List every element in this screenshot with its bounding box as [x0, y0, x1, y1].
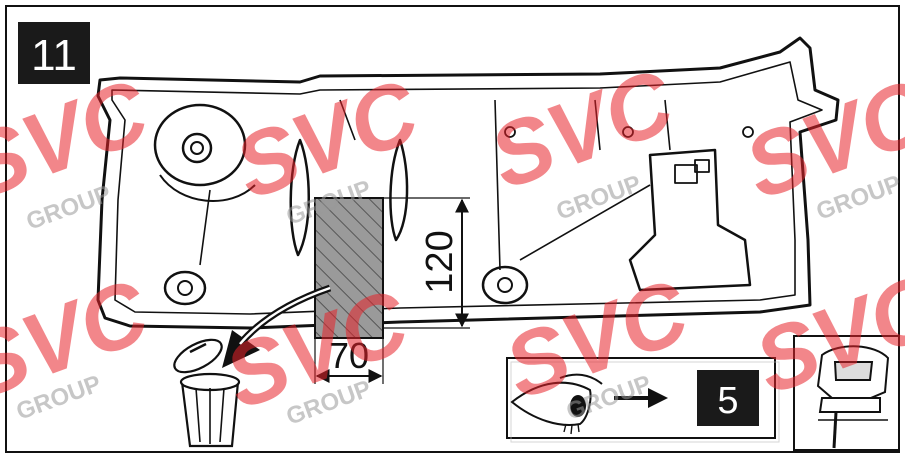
trash-bin-icon — [173, 338, 241, 448]
width-dimension: 70 — [314, 335, 384, 384]
width-label: 70 — [329, 335, 369, 376]
dispose-arrow — [222, 284, 332, 368]
eye-icon — [510, 373, 603, 435]
tool-box — [793, 335, 900, 451]
right-arrow-icon — [614, 388, 668, 408]
step-badge: 11 — [18, 22, 90, 84]
height-dimension: 120 — [383, 197, 470, 329]
reference-step-number: 5 — [717, 380, 738, 422]
reference-step-badge — [697, 370, 759, 426]
jigsaw-icon — [816, 345, 890, 449]
reference-box: 5 — [506, 357, 780, 443]
step-number: 11 — [31, 31, 77, 80]
cutout-area — [314, 197, 384, 339]
outer-frame — [5, 5, 900, 453]
undertray-panel — [96, 36, 840, 330]
height-label: 120 — [419, 230, 461, 293]
